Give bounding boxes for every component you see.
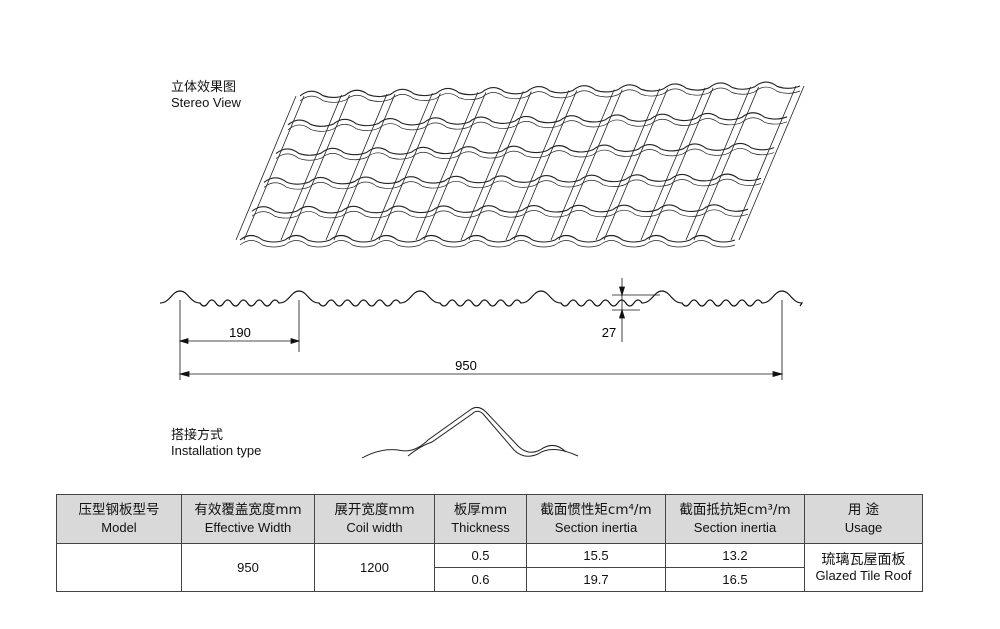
table-header-row: 压型钢板型号 Model 有效覆盖宽度mm Effective Width 展开… xyxy=(56,494,923,544)
installation-en: Installation type xyxy=(171,443,262,458)
table-row: 950 1200 0.5 15.5 13.2 琉璃瓦屋面板 Glazed Til… xyxy=(56,543,923,592)
dim-pitch: 190 xyxy=(229,325,251,340)
lap-upper-sheet xyxy=(407,410,579,457)
stereo-view-en: Stereo View xyxy=(171,95,241,110)
header-en: Thickness xyxy=(451,520,510,535)
header-coil-width: 展开宽度mm Coil width xyxy=(314,494,435,544)
header-cn: 有效覆盖宽度mm xyxy=(194,502,302,518)
usage-en: Glazed Tile Roof xyxy=(815,567,912,583)
spec-table: 压型钢板型号 Model 有效覆盖宽度mm Effective Width 展开… xyxy=(56,494,923,592)
header-cn: 截面抵抗矩cm³/m xyxy=(679,502,791,518)
stereo-view-label: 立体效果图 Stereo View xyxy=(171,80,241,110)
dim-width: 950 xyxy=(455,358,477,373)
cell-coil-width: 1200 xyxy=(314,543,435,592)
cell-usage: 琉璃瓦屋面板 Glazed Tile Roof xyxy=(804,543,923,592)
lap-lower-sheet xyxy=(361,406,567,459)
cell-inertia: 15.5 xyxy=(526,543,666,568)
header-en: Effective Width xyxy=(204,520,292,535)
profile-outline xyxy=(159,290,804,307)
cell-inertia: 19.7 xyxy=(526,567,666,592)
header-cn: 截面惯性矩cm⁴/m xyxy=(540,502,652,518)
dim-height: 27 xyxy=(602,325,616,340)
header-effective-width: 有效覆盖宽度mm Effective Width xyxy=(181,494,315,544)
stereo-view-cn: 立体效果图 xyxy=(171,80,237,95)
header-en: Section inertia xyxy=(693,520,777,535)
profile-section xyxy=(159,290,804,307)
header-cn: 用 途 xyxy=(847,502,880,518)
usage-cn: 琉璃瓦屋面板 xyxy=(821,551,906,568)
cell-effective-width: 950 xyxy=(181,543,315,592)
header-en: Model xyxy=(101,520,137,535)
installation-cn: 搭接方式 xyxy=(171,428,224,443)
cell-thickness: 0.5 xyxy=(434,543,527,568)
header-cn: 板厚mm xyxy=(453,502,508,518)
table-row: 0.6 19.7 16.5 xyxy=(57,567,923,592)
technical-drawing: 190 27 950 xyxy=(159,81,805,459)
header-en: Section inertia xyxy=(554,520,638,535)
cell-thickness: 0.6 xyxy=(434,567,527,592)
header-model: 压型钢板型号 Model xyxy=(56,494,182,544)
installation-label: 搭接方式 Installation type xyxy=(171,428,261,458)
header-section-inertia: 截面惯性矩cm⁴/m Section inertia xyxy=(526,494,666,544)
stereo-roof-view xyxy=(235,81,805,248)
header-en: Coil width xyxy=(346,520,403,535)
header-cn: 压型钢板型号 xyxy=(78,502,160,518)
cell-resistance: 13.2 xyxy=(665,543,805,568)
header-en: Usage xyxy=(844,520,883,535)
header-cn: 展开宽度mm xyxy=(334,502,415,518)
installation-detail xyxy=(361,406,579,459)
dimension-lines xyxy=(178,278,784,380)
header-section-resistance: 截面抵抗矩cm³/m Section inertia xyxy=(665,494,805,544)
header-usage: 用 途 Usage xyxy=(804,494,923,544)
cell-model xyxy=(56,543,182,592)
cell-resistance: 16.5 xyxy=(665,567,805,592)
header-thickness: 板厚mm Thickness xyxy=(434,494,527,544)
